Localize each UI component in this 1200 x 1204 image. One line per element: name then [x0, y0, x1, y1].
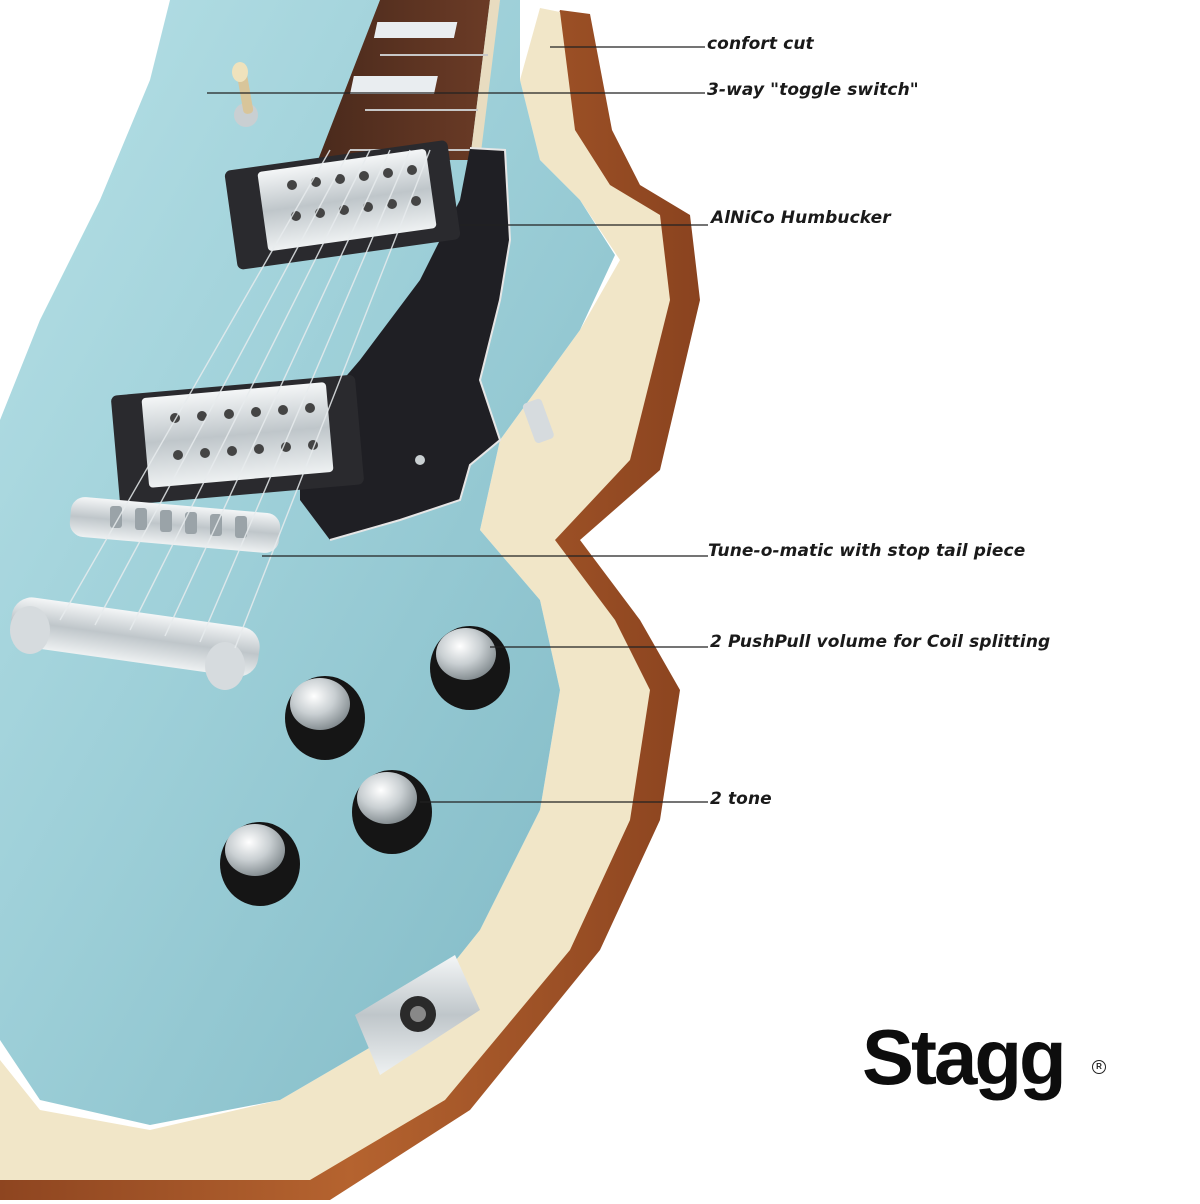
- volume-knob-1: [430, 626, 510, 710]
- callout-bridge: Tune-o-matic with stop tail piece: [708, 541, 1026, 561]
- neck-binding: [470, 0, 500, 160]
- callout-tone: 2 tone: [710, 789, 772, 809]
- callout-volume: 2 PushPull volume for Coil splitting: [710, 632, 1051, 652]
- volume-knob-2: [285, 676, 365, 760]
- callout-toggle-switch: 3-way "toggle switch": [707, 80, 919, 100]
- toggle-switch: [232, 62, 258, 127]
- fret-inlay-1: [373, 22, 458, 38]
- tone-knob-1: [352, 770, 432, 854]
- pickguard-screw: [415, 455, 425, 465]
- callout-lines: [207, 46, 708, 803]
- fret-inlay-2: [350, 76, 438, 94]
- callout-humbucker: AlNiCo Humbucker: [711, 208, 891, 228]
- stagg-logo: Stagg: [862, 1013, 1067, 1101]
- body-binding: [0, 8, 670, 1180]
- callout-comfort-cut: confort cut: [707, 34, 814, 54]
- stop-tailpiece: [10, 597, 260, 690]
- output-jack: [355, 955, 480, 1075]
- registered-mark-icon: R: [1092, 1060, 1106, 1074]
- bridge-humbucker: [111, 374, 364, 505]
- tone-knob-2: [220, 822, 300, 906]
